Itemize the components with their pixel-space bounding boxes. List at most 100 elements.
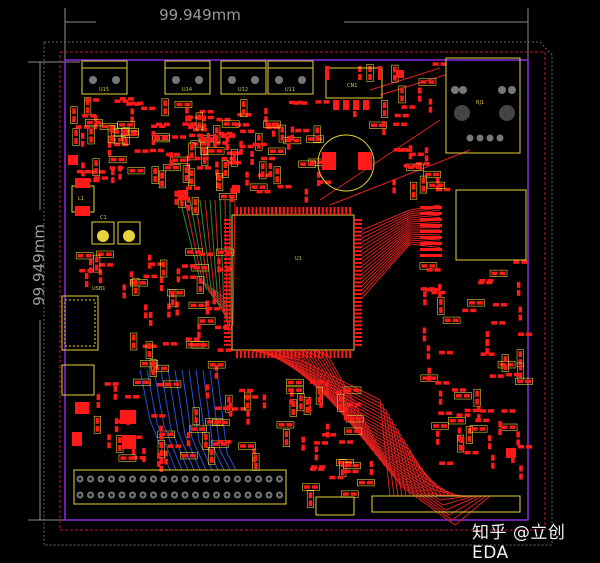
smd-pad bbox=[321, 441, 328, 445]
smd-pad bbox=[245, 171, 249, 178]
qfp-pin bbox=[314, 350, 316, 358]
smd-pad bbox=[329, 475, 336, 480]
smd-pad bbox=[315, 100, 322, 104]
qfp-pin bbox=[354, 300, 362, 303]
smd-pad bbox=[207, 420, 214, 424]
qfp-pin bbox=[306, 350, 309, 358]
qfp-pin bbox=[354, 230, 362, 233]
smd-pad bbox=[111, 169, 115, 176]
smd-pad bbox=[217, 363, 224, 367]
smd-pad bbox=[435, 430, 440, 437]
smd-pad bbox=[223, 122, 230, 126]
qfp-pin bbox=[259, 207, 262, 215]
smd-pad bbox=[104, 382, 111, 386]
smd-pad bbox=[518, 306, 523, 313]
smd-pad bbox=[284, 431, 289, 438]
sd-card-slot[interactable] bbox=[455, 189, 527, 261]
inductor-l1[interactable]: L1 bbox=[71, 178, 95, 216]
smd-pad bbox=[394, 113, 401, 118]
smd-pad bbox=[147, 254, 152, 261]
smd-pad bbox=[325, 180, 332, 184]
smd-pad bbox=[186, 204, 191, 211]
smd-pad bbox=[159, 441, 164, 448]
smd-pad bbox=[226, 160, 233, 165]
smd-pad bbox=[368, 66, 372, 73]
smd-pad bbox=[485, 331, 490, 338]
trace bbox=[361, 227, 441, 267]
board-outline bbox=[64, 59, 529, 521]
smd-pad bbox=[79, 268, 86, 273]
smd-pad bbox=[185, 186, 192, 190]
qfp-pin bbox=[354, 242, 362, 245]
smd-pad bbox=[382, 129, 386, 136]
qfp-pin bbox=[224, 312, 232, 315]
smd-pad bbox=[122, 284, 126, 291]
connector-cn1[interactable]: CN1 bbox=[325, 66, 383, 110]
smd-pad bbox=[159, 285, 164, 292]
smd-pad bbox=[262, 394, 267, 401]
smd-pad bbox=[151, 369, 156, 376]
smd-pad bbox=[467, 427, 472, 434]
smd-pad bbox=[159, 425, 163, 432]
capacitors-c1[interactable]: C1 bbox=[91, 215, 141, 245]
smd-pad bbox=[96, 394, 101, 401]
trace bbox=[258, 349, 403, 497]
usb-connector[interactable]: USB1 bbox=[61, 286, 105, 351]
smd-pad bbox=[204, 166, 211, 170]
sd-pin bbox=[420, 206, 442, 209]
qfp-pin bbox=[354, 289, 362, 292]
mcu-u1[interactable]: U1 bbox=[224, 207, 362, 358]
smd-pad bbox=[221, 420, 228, 425]
smd-pad bbox=[209, 363, 216, 367]
terminal-block[interactable]: U11 bbox=[267, 60, 314, 95]
smd-pad bbox=[519, 473, 523, 480]
smd-pad bbox=[358, 73, 362, 80]
terminal-block[interactable]: U15 bbox=[81, 60, 128, 95]
smd-pad bbox=[353, 388, 360, 392]
qfp-pin bbox=[354, 297, 362, 299]
smd-pad bbox=[215, 406, 222, 411]
smd-pad bbox=[81, 170, 85, 177]
terminal-block[interactable]: U12 bbox=[220, 60, 267, 95]
smd-pad bbox=[169, 160, 173, 167]
qfp-pin bbox=[354, 339, 362, 342]
smd-pad bbox=[160, 180, 165, 187]
smd-pad bbox=[151, 361, 156, 368]
qfp-pin bbox=[333, 207, 336, 215]
terminal-block[interactable]: U14 bbox=[164, 60, 211, 95]
qfp-pin bbox=[354, 219, 362, 221]
qfp-pin bbox=[325, 207, 328, 215]
electrolytic-capacitor[interactable] bbox=[317, 134, 375, 192]
micro-usb[interactable] bbox=[61, 364, 95, 396]
smd-pad bbox=[436, 187, 443, 192]
smd-pad bbox=[487, 278, 494, 283]
qfp-pin bbox=[337, 350, 340, 358]
qfp-pin bbox=[290, 207, 293, 215]
smd-pad bbox=[118, 437, 122, 444]
smd-pad bbox=[163, 108, 167, 115]
smd-pad bbox=[212, 290, 216, 297]
smd-pad bbox=[239, 388, 246, 393]
smd-pad bbox=[433, 288, 440, 292]
ethernet-rj1[interactable]: RJ1 bbox=[445, 57, 521, 154]
smd-pad bbox=[318, 467, 325, 471]
smd-pad bbox=[93, 115, 98, 122]
smd-pad bbox=[122, 292, 126, 299]
smd-pad bbox=[94, 168, 98, 175]
smd-pad bbox=[175, 301, 179, 308]
pin-header[interactable] bbox=[73, 469, 287, 505]
smd-pad bbox=[186, 155, 190, 162]
smd-pad bbox=[196, 166, 203, 170]
smd-pad bbox=[109, 127, 114, 134]
smd-pad bbox=[313, 441, 320, 445]
trace bbox=[297, 349, 455, 497]
qfp-pin bbox=[337, 207, 340, 215]
smd-pad bbox=[134, 380, 141, 385]
svg-text:CN1: CN1 bbox=[347, 83, 357, 89]
smd-pad bbox=[275, 176, 279, 183]
smd-pad bbox=[187, 342, 194, 347]
smd-pad bbox=[159, 457, 164, 464]
smd-pad bbox=[264, 108, 268, 115]
fpc-connector[interactable] bbox=[315, 495, 521, 516]
